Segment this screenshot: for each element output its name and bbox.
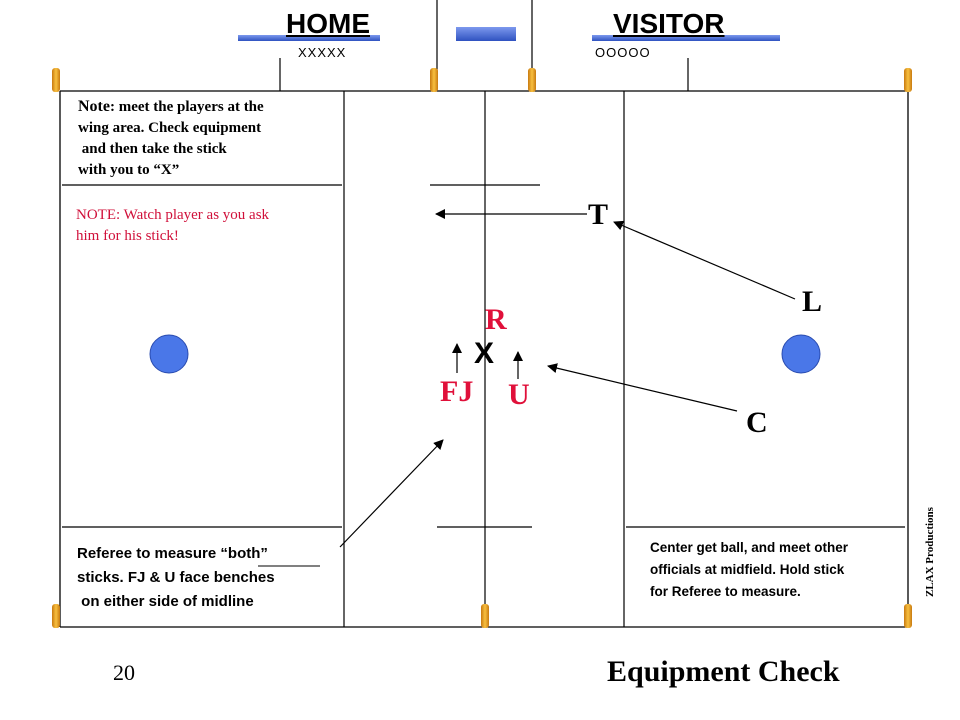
center-line2: officials at midfield. Hold stick <box>650 562 845 577</box>
visitor-label: VISITOR <box>613 8 725 39</box>
referee-line1b: “both” <box>220 545 268 562</box>
scorers-table <box>456 27 516 41</box>
field-lines <box>62 91 905 627</box>
note-line1: : meet the players at the <box>109 99 264 115</box>
watch-player-note: NOTE: Watch player as you ask him for hi… <box>76 205 338 247</box>
official-trail: T <box>588 198 609 231</box>
wing-area-note: Note: meet the players at the wing area.… <box>78 96 340 181</box>
note-prefix: Note <box>78 98 110 115</box>
official-referee: R <box>485 303 507 336</box>
note-line4: with you to “X” <box>78 162 180 178</box>
benches <box>238 27 780 41</box>
page-number: 20 <box>113 660 135 685</box>
home-bench <box>238 35 380 41</box>
referee-note-arrow <box>339 439 444 548</box>
official-field-judge: FJ <box>440 375 474 408</box>
field-outline <box>59 90 909 628</box>
referee-line3: on either side of midline <box>77 593 254 610</box>
official-lead: L <box>802 285 823 318</box>
visitor-code: OOOOO <box>595 45 651 60</box>
warning-line1: NOTE: Watch player as you ask <box>76 207 270 223</box>
center-ball-note: Center get ball, and meet other official… <box>650 537 905 603</box>
right-goal-crease <box>781 334 821 374</box>
note-line2: wing area. Check equipment <box>78 120 262 136</box>
center-arrow <box>547 363 738 412</box>
stick-exchange-mark: X <box>474 337 495 370</box>
referee-line1a: Referee to measure <box>77 545 221 562</box>
left-goal-crease <box>149 334 189 374</box>
referee-line2: sticks. FJ & U face benches <box>77 569 275 586</box>
official-center: C <box>746 406 768 439</box>
center-line1: Center get ball, and meet other <box>650 540 849 555</box>
lead-arrow <box>613 220 796 300</box>
center-line3: for Referee to measure. <box>650 584 801 599</box>
movement-arrows <box>339 209 796 548</box>
home-code: XXXXX <box>298 45 347 60</box>
slide-title: Equipment Check <box>607 655 840 688</box>
home-label: HOME <box>286 8 370 39</box>
visitor-bench <box>592 35 780 41</box>
referee-measure-note: Referee to measure “both” sticks. FJ & U… <box>77 542 339 614</box>
note-line3: and then take the stick <box>78 141 227 157</box>
production-credit: ZLAX Productions <box>924 507 936 597</box>
official-umpire: U <box>508 378 530 411</box>
boundary-posts <box>52 68 912 628</box>
warning-line2: him for his stick! <box>76 228 179 244</box>
